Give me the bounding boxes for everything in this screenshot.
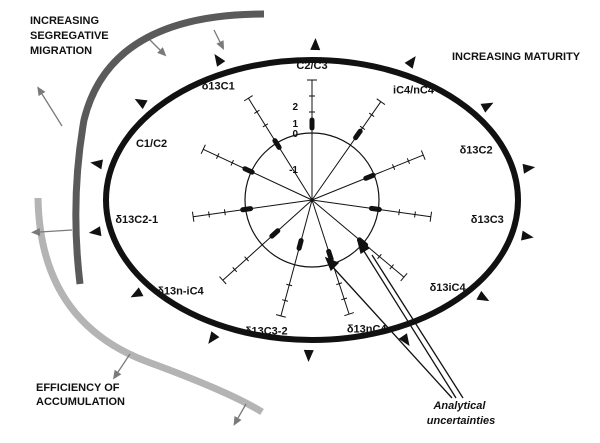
outward-arrow	[134, 98, 148, 110]
outward-arrow	[130, 287, 144, 298]
outer-ellipse	[103, 57, 521, 343]
outward-arrow	[480, 102, 494, 113]
spoke-label: δ13C1	[202, 81, 235, 93]
data-marker	[356, 237, 369, 248]
uncertainties-label: Analytical uncertainties	[427, 400, 495, 427]
outward-arrow	[90, 159, 103, 170]
spoke: C2/C3	[296, 60, 328, 200]
spoke-label: δ13C2-1	[115, 214, 158, 226]
outward-arrow	[88, 226, 102, 237]
efficiency-label: EFFICIENCY OF ACCUMULATION	[36, 382, 125, 408]
outward-arrow	[214, 53, 226, 67]
spoke-label: δ13iC4	[430, 282, 467, 294]
spoke: δ13nC4	[311, 199, 388, 335]
migration-label: INCREASING SEGREGATIVE MIGRATION	[30, 15, 112, 57]
efficiency-arc	[34, 197, 264, 415]
data-marker	[326, 248, 334, 262]
scale-tick-1: 1	[292, 119, 298, 130]
outward-arrow	[404, 56, 416, 69]
outward-arrow	[476, 290, 490, 302]
migration-arc	[72, 10, 265, 285]
spoke: iC4/nC4	[311, 84, 435, 201]
data-marker	[363, 172, 376, 181]
spoke: δ13C1	[202, 81, 313, 201]
spoke-label: C1/C2	[136, 138, 167, 150]
spoke-label: δ13C2	[460, 144, 493, 156]
data-marker	[240, 206, 254, 213]
spokes: C2/C3 iC4/nC4 δ13C2 δ13C3 δ13iC4 δ13nC4 δ13C3-…	[115, 60, 503, 337]
arc-arrow	[233, 416, 242, 426]
outward-arrow	[398, 333, 410, 347]
arc-arrow	[216, 40, 225, 51]
data-marker	[272, 138, 282, 150]
spoke-label: C2/C3	[296, 60, 327, 72]
outward-arrow	[522, 163, 536, 174]
ellipse-arrows	[88, 38, 536, 362]
arc-arrows	[31, 29, 247, 426]
uncertainty-pointers	[324, 239, 464, 399]
outward-arrow	[310, 38, 321, 51]
outward-arrow	[521, 230, 534, 241]
scale-tick-2: 2	[292, 102, 298, 113]
data-marker	[368, 205, 382, 212]
arc-arrow	[113, 369, 122, 380]
spoke: C1/C2	[136, 138, 313, 201]
scale-tick-minus1: -1	[289, 165, 298, 176]
outward-arrow	[303, 349, 314, 362]
spoke-label: δ13nC4	[347, 323, 388, 335]
arc-arrow	[31, 228, 41, 236]
spoke: δ13iC4	[311, 199, 467, 294]
spoke: δ13n-iC4	[157, 199, 313, 297]
data-marker	[296, 238, 304, 251]
outward-arrow	[208, 331, 220, 344]
scale-tick-0: 0	[292, 129, 298, 140]
spoke-label: iC4/nC4	[393, 84, 435, 96]
spoke-label: δ13C3-2	[245, 325, 288, 337]
data-marker	[353, 128, 363, 141]
maturity-label: INCREASING MATURITY	[452, 51, 581, 63]
spoke: δ13C2	[311, 144, 493, 201]
data-marker	[269, 228, 281, 239]
data-marker	[242, 166, 255, 175]
arc-arrow	[37, 86, 46, 97]
spoke: δ13C3-2	[245, 199, 313, 337]
spoke: δ13C2-1	[115, 199, 313, 226]
spoke-label: δ13n-iC4	[157, 285, 204, 297]
spoke: δ13C3	[311, 199, 504, 226]
arc-arrow	[157, 47, 167, 57]
spoke-label: δ13C3	[471, 214, 504, 226]
